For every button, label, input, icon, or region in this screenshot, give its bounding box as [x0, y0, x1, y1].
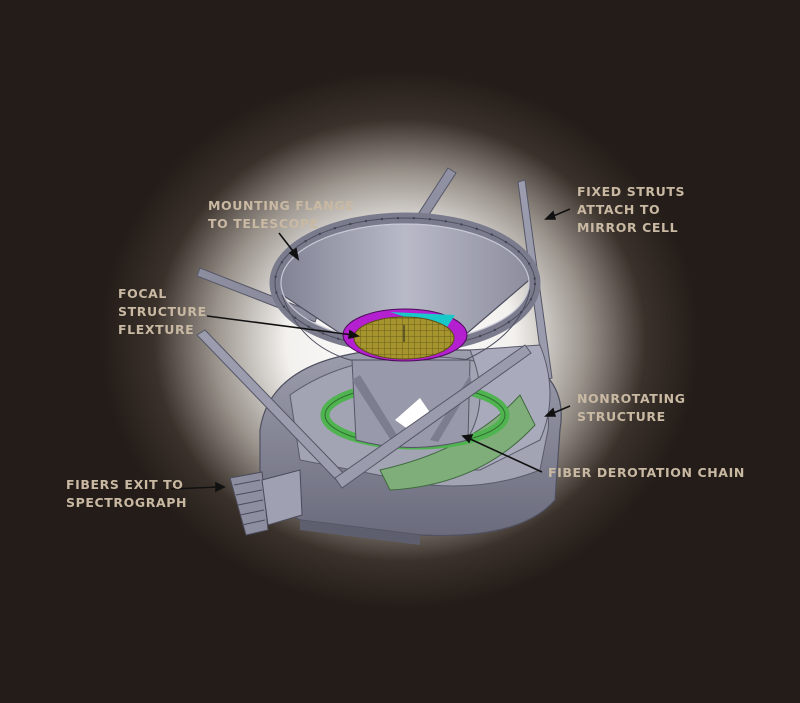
label-fixed-struts: FIXED STRUTS ATTACH TO MIRROR CELL [577, 184, 686, 235]
label-nonrotating-structure: NONROTATING STRUCTURE [577, 391, 686, 424]
fibers-exit-assembly [229, 469, 303, 536]
focal-structure [342, 308, 468, 362]
label-focal-structure: FOCAL STRUCTURE FLEXTURE [118, 286, 207, 337]
nonrotating-structure [379, 344, 551, 491]
label-mounting-flange: MOUNTING FLANGE TO TELESCOPE [208, 198, 355, 231]
label-fiber-derotation-chain: FIBER DEROTATION CHAIN [548, 465, 745, 480]
leader-lines [170, 208, 571, 493]
front-struts [196, 329, 532, 489]
label-fibers-exit: FIBERS EXIT TO SPECTROGRAPH [66, 477, 188, 510]
